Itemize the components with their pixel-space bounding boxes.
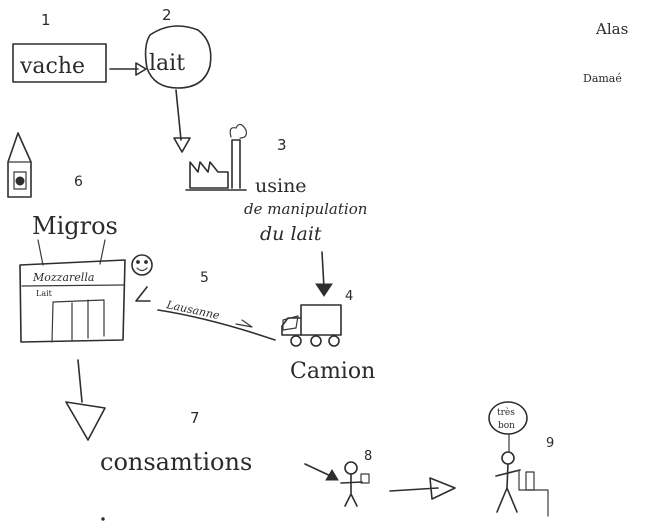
factory-icon — [185, 123, 247, 191]
step-3-label-line-3: du lait — [260, 223, 322, 245]
arrow-migros-to-consumption — [77, 359, 83, 403]
person-icon — [340, 461, 370, 507]
stray-mark — [101, 517, 105, 521]
step-6-number: 6 — [74, 174, 83, 190]
migros-sign-pole-left — [37, 239, 44, 266]
arrow-lait-to-usine — [175, 89, 182, 141]
arrow-head-usine-to-camion — [315, 283, 333, 297]
speech-bubble — [488, 401, 528, 435]
step-1-number: 1 — [41, 11, 51, 29]
smiley-icon — [131, 254, 153, 276]
road-direction-mark — [235, 319, 253, 328]
eating-person-icon — [495, 451, 549, 517]
speech-line-2: bon — [498, 421, 515, 431]
step-4-label: Camion — [290, 359, 375, 384]
arrow-head-person-to-final — [429, 477, 456, 500]
step-3-number: 3 — [277, 136, 287, 154]
step-2-number: 2 — [162, 6, 172, 24]
migros-sign-label: Mozzarella — [32, 271, 94, 284]
migros-store-icon — [19, 259, 126, 343]
step-5-number: 5 — [200, 270, 209, 286]
arrow-head-lait-to-usine — [173, 137, 191, 153]
speech-line-1: très — [497, 407, 515, 418]
arrow-camion-to-migros — [157, 309, 276, 341]
arrow-head-migros-to-consumption — [65, 401, 106, 441]
arrow-person-to-final — [389, 487, 439, 492]
step-7-label: consamtions — [100, 448, 252, 476]
author-name-1: Alas — [595, 20, 628, 38]
step-1-label: vache — [19, 54, 85, 79]
step-5-label: Lausanne — [164, 298, 221, 322]
step-9-number: 9 — [546, 436, 554, 451]
step-2-label: lait — [149, 51, 185, 76]
church-tower-icon — [7, 132, 32, 198]
step-8-number: 8 — [364, 449, 372, 464]
arrow-usine-to-camion — [321, 251, 325, 289]
truck-icon — [281, 304, 342, 347]
step-3-label-line-1: usine — [255, 175, 307, 197]
step-4-number: 4 — [345, 289, 353, 304]
step-7-number: 7 — [190, 409, 200, 427]
step-6-label: Migros — [32, 212, 118, 240]
arrow-head-consumption-to-person — [325, 469, 339, 481]
arrow-head-vache-to-lait — [135, 62, 147, 76]
lait-bubble — [144, 25, 212, 89]
migros-sign-pole-right — [99, 239, 106, 265]
step-3-label-line-2: de manipulation — [244, 200, 367, 218]
arrow-head-camion-to-migros — [135, 286, 151, 302]
vache-box — [12, 43, 107, 83]
migros-sign-sublabel: Lait — [36, 289, 53, 298]
author-name-2: Damaé — [583, 72, 622, 85]
